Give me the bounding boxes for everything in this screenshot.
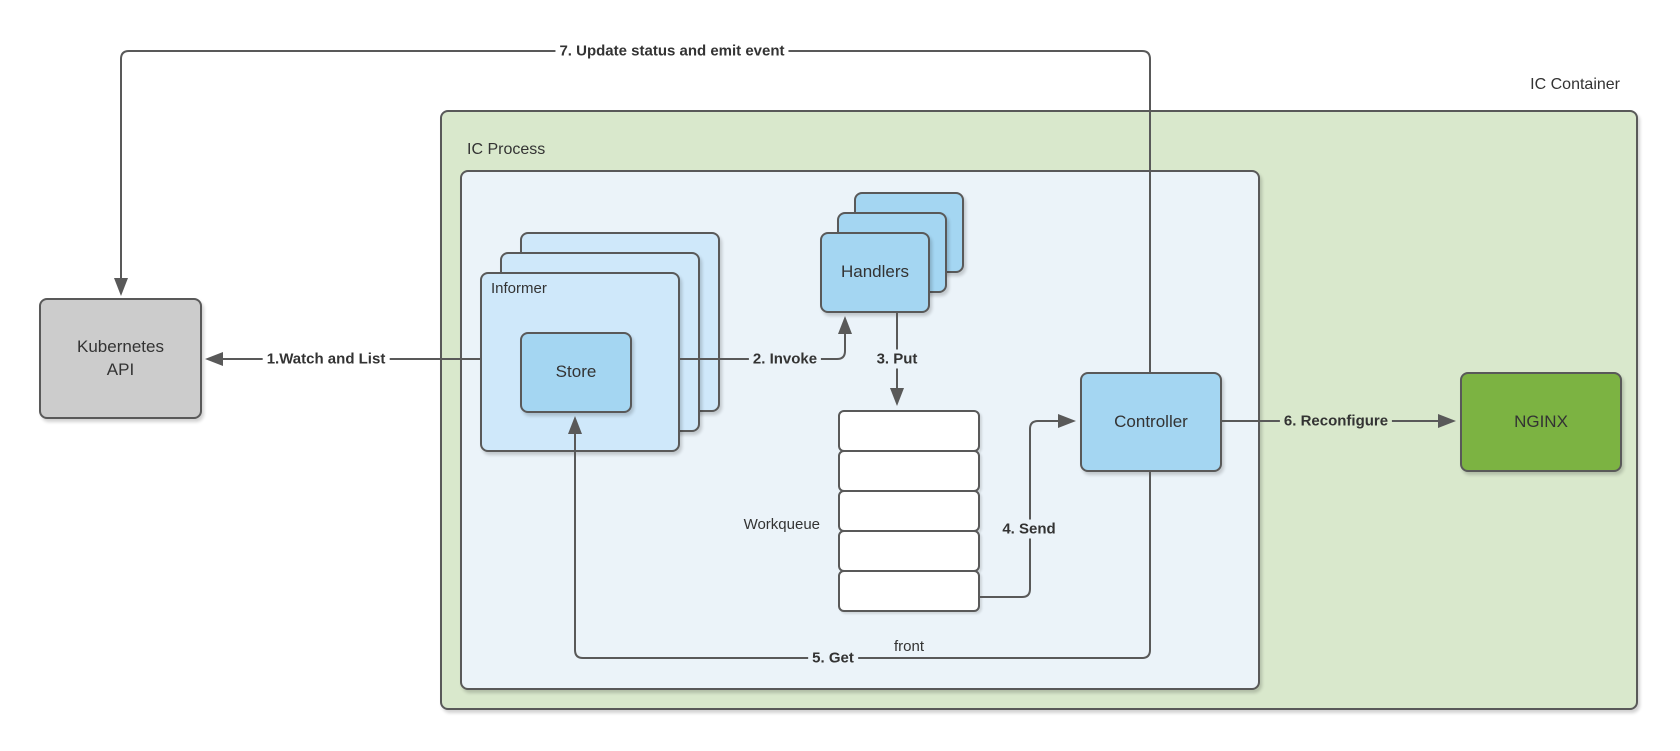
arrow-update-status-label: 7. Update status and emit event	[555, 41, 789, 61]
arrow-update-status-head	[114, 278, 128, 296]
arrow-watch-and-list-head	[205, 352, 223, 366]
workqueue-cell	[838, 530, 980, 572]
kubernetes-api-node: Kubernetes API	[39, 298, 202, 419]
workqueue-cell	[838, 490, 980, 532]
workqueue-cell	[838, 570, 980, 612]
handlers-label: Handlers	[840, 262, 910, 282]
workqueue-cell	[838, 410, 980, 452]
ic-process-label: IC Process	[467, 141, 546, 158]
informer-label: Informer	[491, 280, 547, 297]
nginx-label: NGINX	[1514, 411, 1568, 431]
controller-node: Controller	[1080, 372, 1222, 472]
store-node: Store	[520, 332, 632, 413]
kubernetes-api-label: Kubernetes API	[77, 336, 164, 379]
arrow-watch-and-list-label: 1.Watch and List	[262, 349, 390, 369]
ic-container-label: IC Container	[1530, 76, 1620, 93]
workqueue-node	[838, 410, 980, 612]
arrow-get-label: 5. Get	[808, 648, 858, 668]
arrow-send-label: 4. Send	[998, 519, 1060, 539]
controller-label: Controller	[1114, 411, 1188, 431]
arrow-reconfigure-label: 6. Reconfigure	[1279, 411, 1393, 431]
workqueue-cell	[838, 450, 980, 492]
arrow-put-label: 3. Put	[872, 349, 922, 369]
store-label: Store	[555, 362, 597, 382]
workqueue-label: Workqueue	[743, 516, 820, 533]
handlers-node: Handlers	[820, 232, 930, 313]
nginx-node: NGINX	[1460, 372, 1622, 472]
workqueue-front-label: front	[893, 638, 924, 655]
arrow-invoke-label: 2. Invoke	[748, 349, 822, 369]
